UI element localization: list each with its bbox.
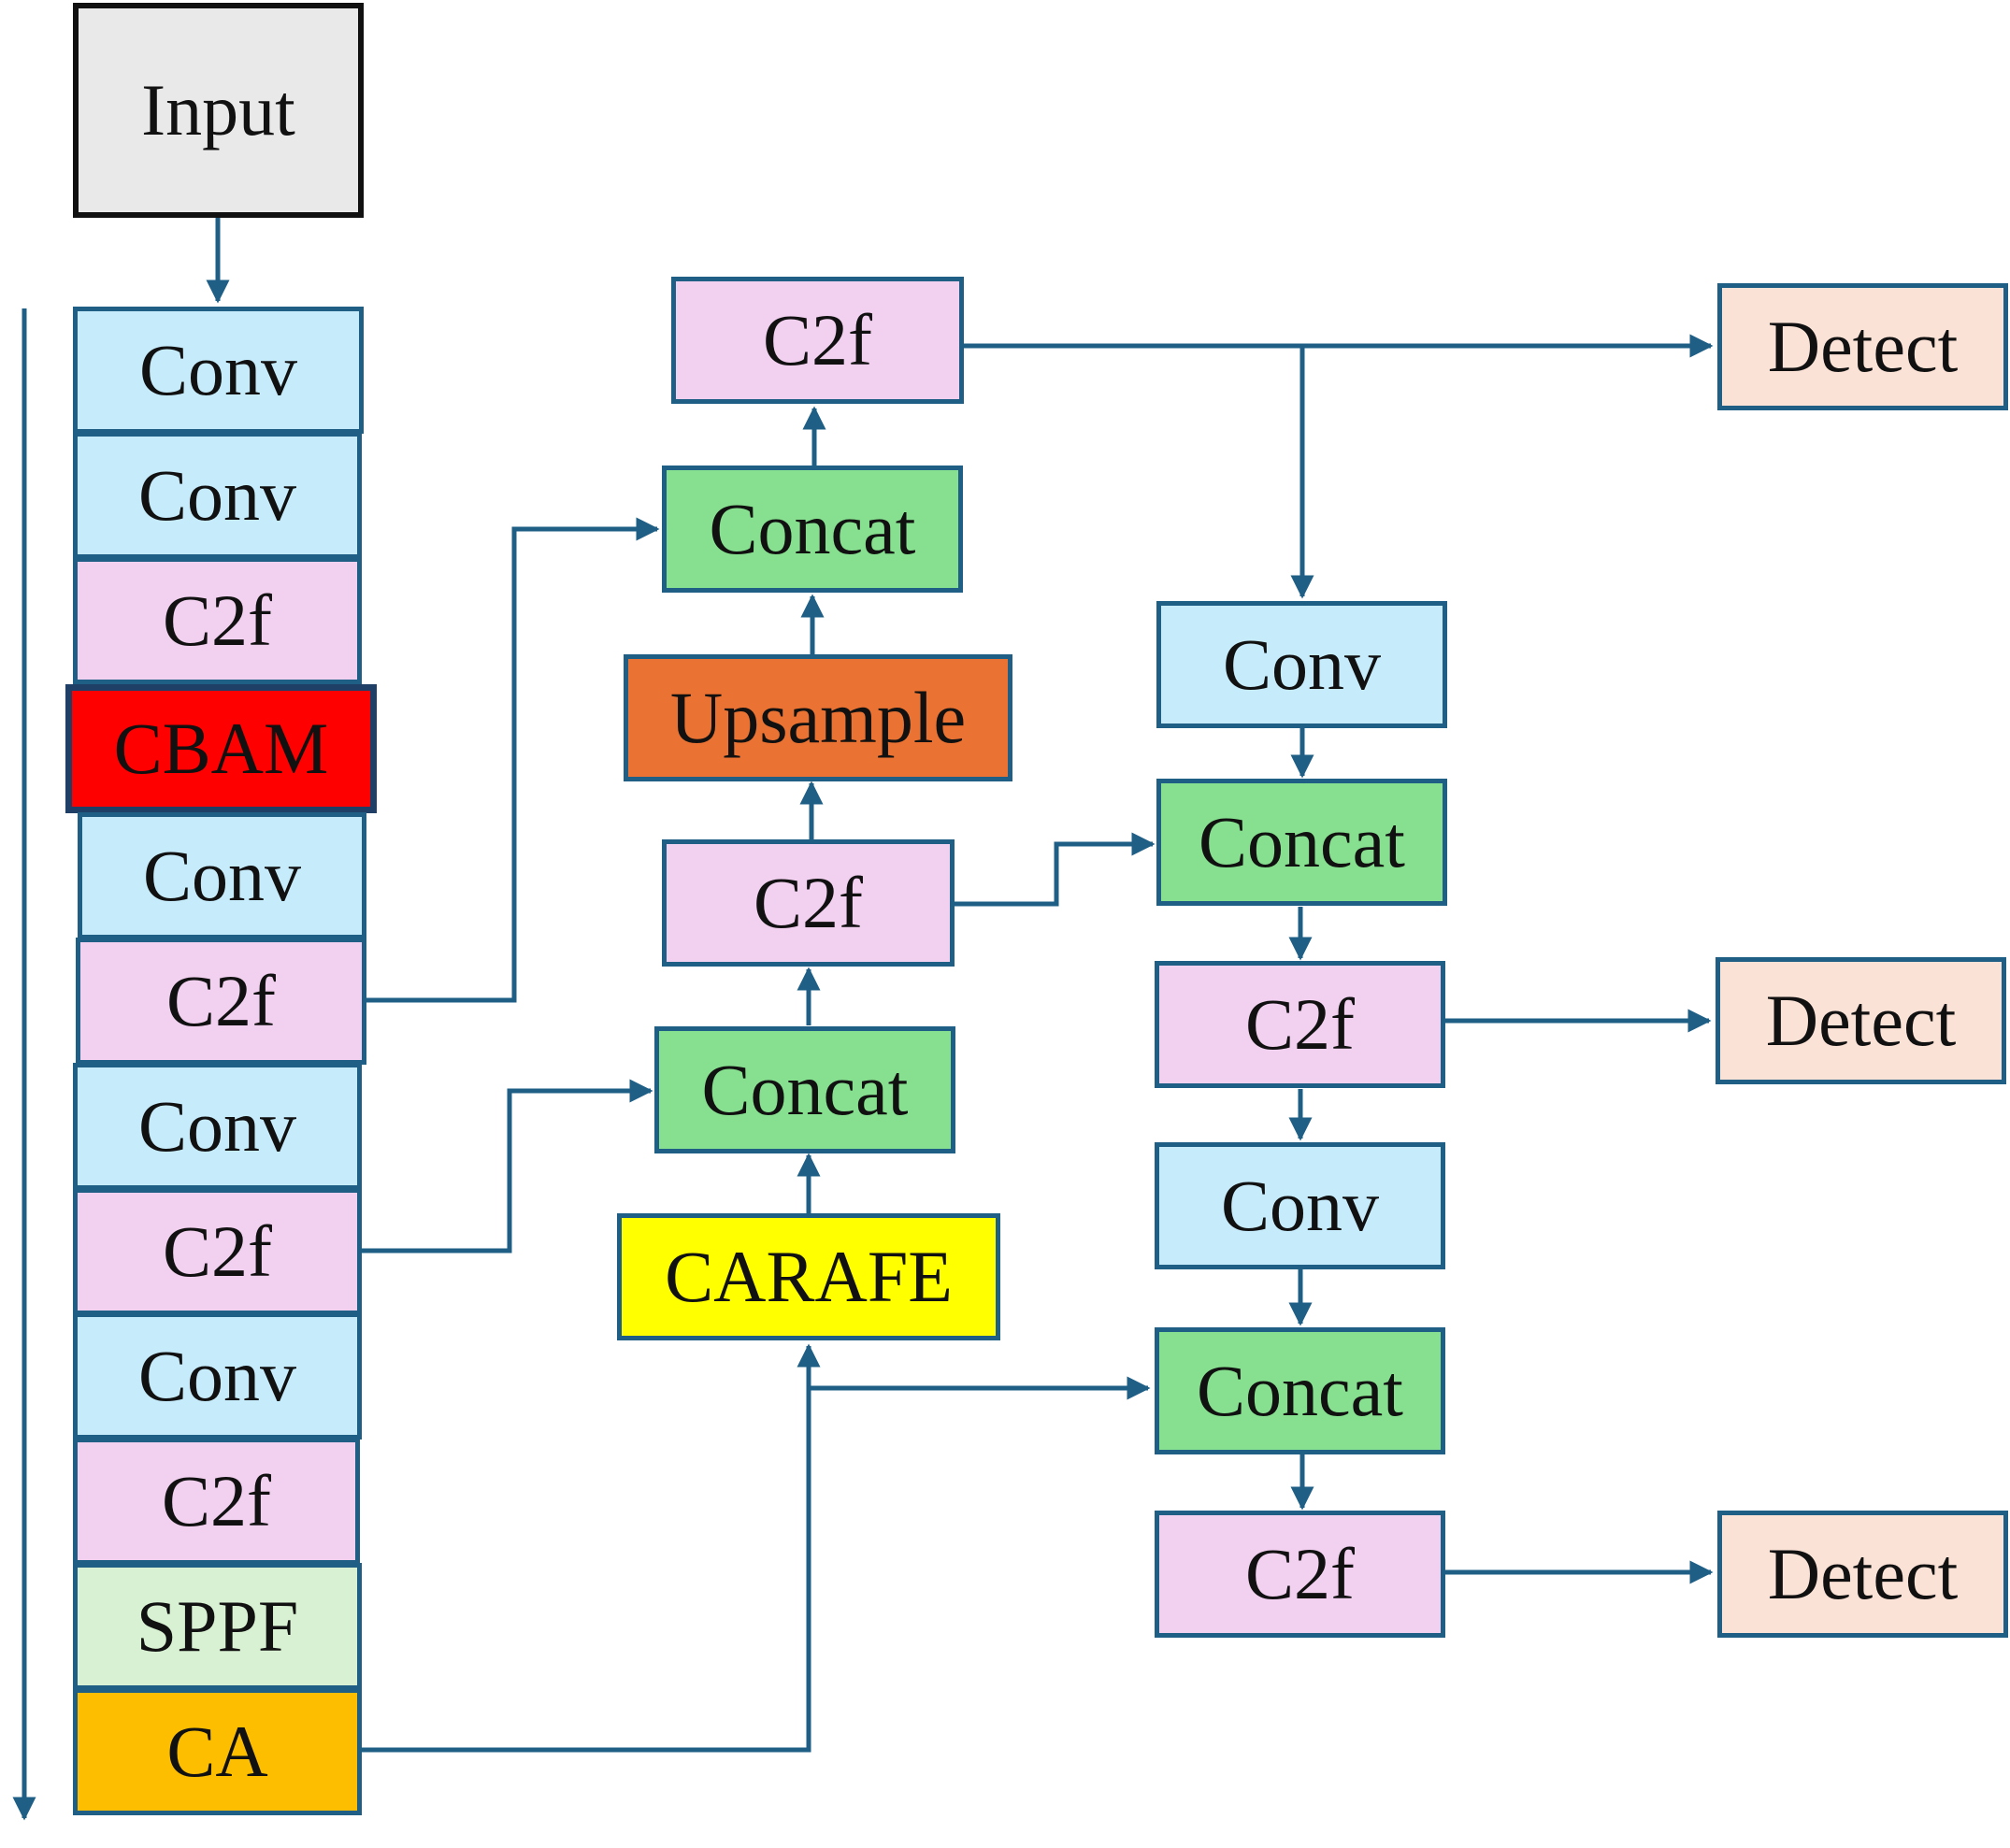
wire-c2f-1-concat-3 (954, 832, 1156, 907)
backbone-c2f-4: C2f (73, 1438, 360, 1565)
head-concat-3: Concat (1156, 779, 1447, 906)
neck-c2f-top: C2f (671, 277, 964, 404)
backbone-c2f-3: C2f (73, 1188, 362, 1315)
wire-backbone-c2f-concat-2 (366, 517, 660, 1003)
head-conv-2: Conv (1155, 1142, 1445, 1269)
input-block: Input (73, 3, 364, 218)
head-concat-4: Concat (1155, 1327, 1445, 1454)
head-c2f-3: C2f (1155, 961, 1445, 1088)
wire-backbone-c2f-concat-1 (362, 1079, 653, 1253)
head-conv-1: Conv (1156, 601, 1447, 728)
neck-c2f-1: C2f (662, 839, 955, 967)
backbone-cbam: CBAM (65, 684, 377, 813)
backbone-conv-2: Conv (73, 432, 362, 559)
detect-output-2: Detect (1716, 957, 2006, 1084)
wire-ca-carafe (362, 1343, 821, 1753)
detect-output-1: Detect (1717, 283, 2008, 410)
backbone-c2f-1: C2f (73, 557, 362, 684)
neck-concat-1: Concat (654, 1026, 955, 1153)
backbone-ca: CA (73, 1688, 362, 1815)
neck-concat-2: Concat (662, 466, 963, 593)
backbone-conv-3: Conv (78, 812, 366, 939)
backbone-conv-4: Conv (73, 1063, 362, 1190)
head-c2f-4: C2f (1155, 1511, 1445, 1638)
backbone-sppf: SPPF (73, 1563, 362, 1690)
neck-carafe: CARAFE (617, 1213, 1000, 1340)
backbone-conv-5: Conv (73, 1312, 362, 1440)
detect-output-3: Detect (1717, 1511, 2008, 1638)
neck-upsample: Upsample (624, 654, 1012, 781)
backbone-conv-1: Conv (73, 307, 364, 434)
backbone-c2f-2: C2f (76, 938, 366, 1065)
